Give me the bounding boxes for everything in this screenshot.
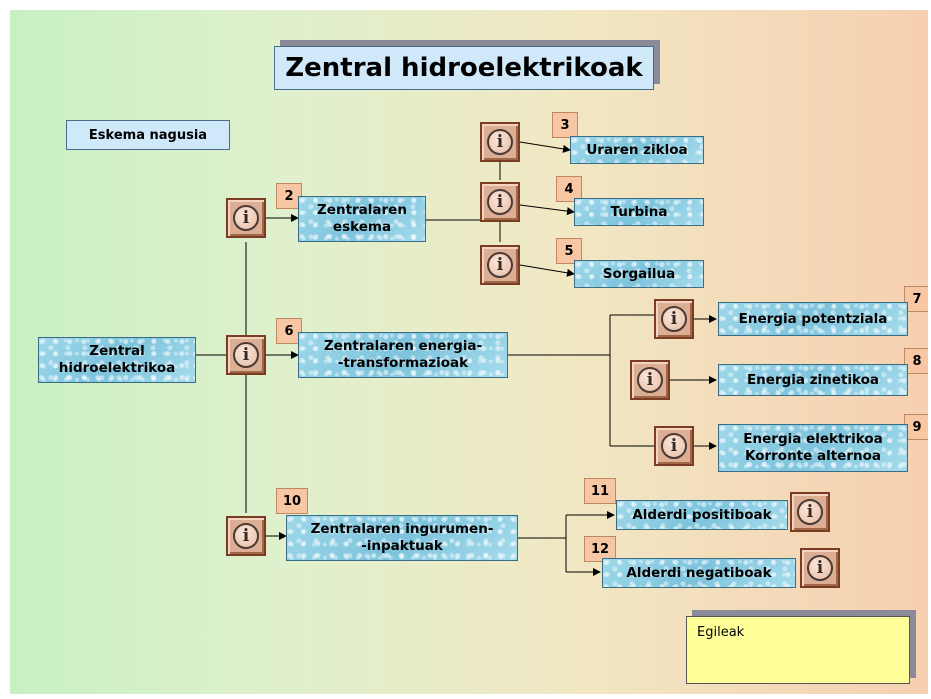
diagram-slide: Zentral hidroelektrikoak Eskema nagusia … (10, 10, 928, 694)
info-icon: i (233, 342, 259, 368)
node-label: Zentralaren eskema (317, 202, 407, 235)
info-icon: i (487, 252, 513, 278)
node-label: Energia elektrikoa Korronte alternoa (743, 431, 883, 464)
number-badge-4: 4 (556, 176, 582, 202)
info-icon: i (797, 499, 823, 525)
node-alderdi-positiboak[interactable]: Alderdi positiboak (616, 500, 788, 530)
node-label: Zentralaren ingurumen- -inpaktuak (310, 521, 494, 554)
number-badge-6: 6 (276, 318, 302, 344)
node-turbina[interactable]: Turbina (574, 198, 704, 226)
node-label: Zentralaren energia- -transformazioak (323, 338, 483, 371)
info-button-sorgailua[interactable]: i (480, 245, 520, 285)
info-icon: i (807, 555, 833, 581)
number-badge-9: 9 (904, 414, 928, 440)
authors-box[interactable]: Egileak (686, 616, 910, 684)
info-button-eskema[interactable]: i (226, 198, 266, 238)
info-icon: i (661, 433, 687, 459)
number-badge-8: 8 (904, 348, 928, 374)
connector-lines (196, 141, 717, 576)
number-badge-3: 3 (552, 112, 578, 138)
number-badge-12: 12 (584, 536, 616, 562)
node-zentral-hidroelektrikoa: Zentral hidroelektrikoa (38, 337, 196, 383)
node-energia-potentziala[interactable]: Energia potentziala (718, 302, 908, 336)
info-icon: i (233, 523, 259, 549)
number-badge-11: 11 (584, 478, 616, 504)
info-button-uraren[interactable]: i (480, 122, 520, 162)
info-icon: i (637, 367, 663, 393)
node-alderdi-negatiboak[interactable]: Alderdi negatiboak (602, 558, 796, 588)
info-button-ingurumen[interactable]: i (226, 516, 266, 556)
page-title: Zentral hidroelektrikoak (274, 46, 654, 90)
info-button-zinetikoa[interactable]: i (630, 360, 670, 400)
node-uraren-zikloa[interactable]: Uraren zikloa (570, 136, 704, 164)
node-sorgailua[interactable]: Sorgailua (574, 260, 704, 288)
node-label: Zentral hidroelektrikoa (58, 343, 176, 376)
main-scheme-label[interactable]: Eskema nagusia (66, 120, 230, 150)
number-badge-5: 5 (556, 238, 582, 264)
node-energia-elektrikoa[interactable]: Energia elektrikoa Korronte alternoa (718, 424, 908, 472)
info-button-positiboak[interactable]: i (790, 492, 830, 532)
info-icon: i (487, 189, 513, 215)
node-energia-zinetikoa[interactable]: Energia zinetikoa (718, 364, 908, 396)
info-icon: i (233, 205, 259, 231)
info-icon: i (661, 306, 687, 332)
number-badge-7: 7 (904, 286, 928, 312)
info-button-main[interactable]: i (226, 335, 266, 375)
info-button-turbina[interactable]: i (480, 182, 520, 222)
node-energia-transformazioak[interactable]: Zentralaren energia- -transformazioak (298, 332, 508, 378)
number-badge-10: 10 (276, 488, 308, 514)
info-button-elektrikoa[interactable]: i (654, 426, 694, 466)
node-zentralaren-eskema[interactable]: Zentralaren eskema (298, 196, 426, 242)
info-button-negatiboak[interactable]: i (800, 548, 840, 588)
node-ingurumen-inpaktuak[interactable]: Zentralaren ingurumen- -inpaktuak (286, 515, 518, 561)
info-button-potentziala[interactable]: i (654, 299, 694, 339)
info-icon: i (487, 129, 513, 155)
